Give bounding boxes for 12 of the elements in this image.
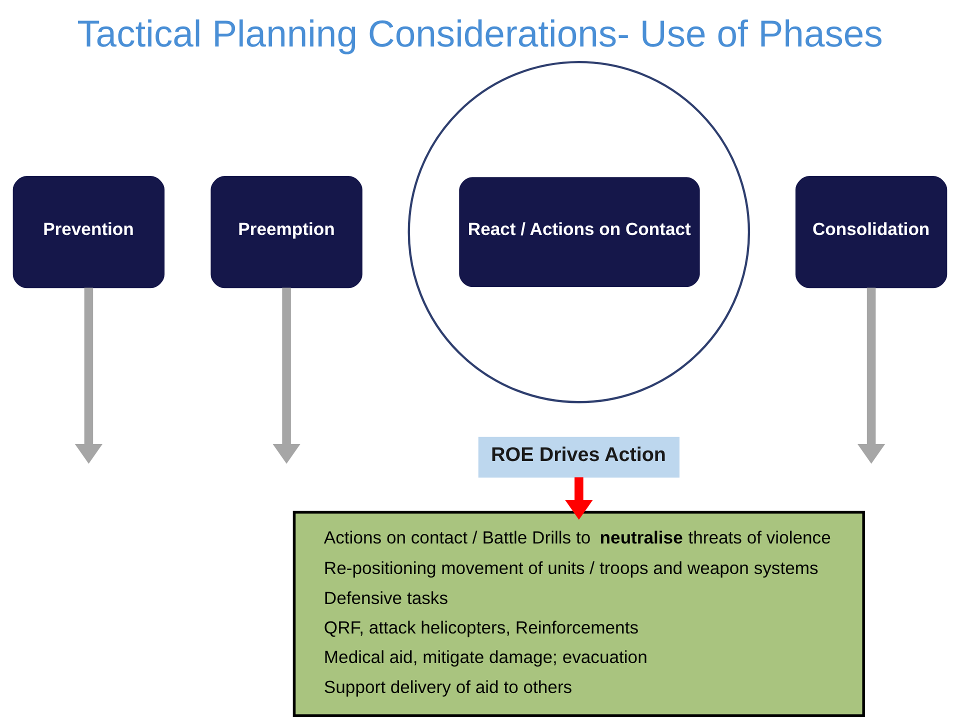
- node-box: Prevention: [12, 176, 164, 288]
- node-box: Preemption: [210, 176, 362, 288]
- node-text: React / Actions on Contact: [467, 219, 690, 240]
- arrow: [74, 288, 102, 464]
- node-box: Actions on contact / Battle Drills to neutralise threats of violence Re-positioning movement of units / troops and weapon systems Defensive tasks QRF, attack helicopters, Reinforcements Medical aid, mitigate damage; evacuation Support delivery of aid to others: [292, 510, 864, 717]
- arrow: [564, 477, 592, 520]
- cluster: [407, 60, 750, 404]
- arrow: [272, 288, 300, 464]
- arrow: [856, 288, 885, 464]
- node-box: ROE Drives Action: [478, 436, 679, 478]
- diagram-title: Tactical Planning Considerations- Use of Phases: [76, 12, 882, 55]
- node-box: Consolidation: [794, 176, 947, 288]
